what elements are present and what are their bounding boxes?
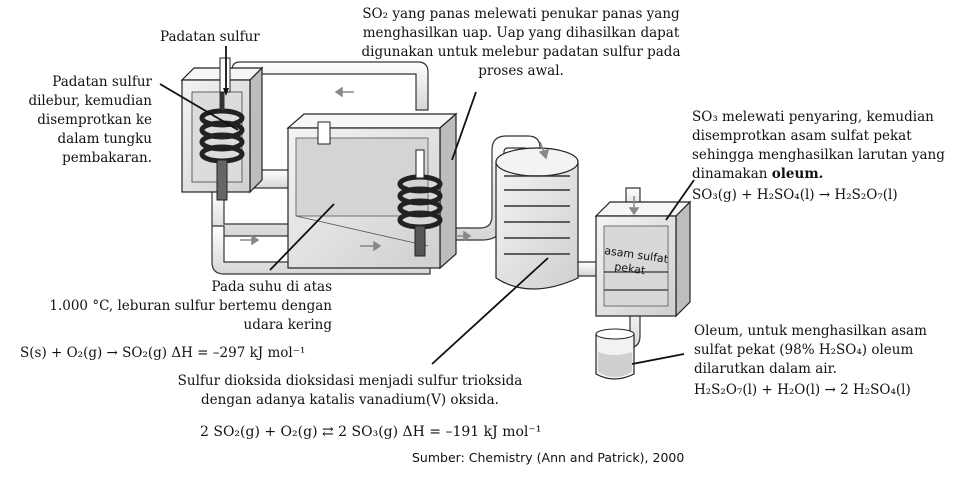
acid-tower-label-2: pekat <box>614 260 647 277</box>
oxidation-note-line-2: dengan adanya katalis vanadium(V) oksida… <box>201 392 499 408</box>
flow-arrows <box>240 86 640 252</box>
so2-note-line-2: menghasilkan uap. Uap yang dihasilkan da… <box>362 25 680 41</box>
heat-exchanger <box>286 112 458 270</box>
dry-air-note-line-3: udara kering <box>243 317 332 333</box>
melt-note-line-3: disemprotkan ke <box>37 112 152 128</box>
source-caption: Sumber: Chemistry (Ann and Patrick), 200… <box>412 450 685 465</box>
oxidation-note-line-1: Sulfur dioksida dioksidasi menjadi sulfu… <box>177 373 523 389</box>
so3-note-line-3: sehingga menghasilkan larutan yang <box>692 147 945 163</box>
so3-note-line-4: dinamakan oleum. <box>692 166 824 182</box>
so3-note-line-2: disemprotkan asam sulfat pekat <box>692 128 912 144</box>
oleum-beaker <box>595 328 635 380</box>
oleum-note-line-3: dilarutkan dalam air. <box>694 361 837 377</box>
equation-burn: S(s) + O₂(g) → SO₂(g) ΔH = –297 kJ mol⁻¹ <box>20 345 306 361</box>
so2-note-line-1: SO₂ yang panas melewati penukar panas ya… <box>362 6 680 22</box>
so2-note-line-3: digunakan untuk melebur padatan sulfur p… <box>361 44 681 60</box>
dry-air-note-line-1: Pada suhu di atas <box>211 279 332 295</box>
label-dry-air-note: Pada suhu di atas 1.000 °C, leburan sulf… <box>20 278 332 335</box>
so2-note-line-4: proses awal. <box>478 63 564 79</box>
oleum-note-line-1: Oleum, untuk menghasilkan asam <box>694 323 927 339</box>
melt-note-line-2: dilebur, kemudian <box>28 93 152 109</box>
label-so2-note: SO₂ yang panas melewati penukar panas ya… <box>326 5 716 81</box>
absorption-tower: asam sulfat pekat <box>594 200 692 318</box>
leader-lines <box>159 46 695 365</box>
dry-air-note-line-2: 1.000 °C, leburan sulfur bertemu dengan <box>49 298 332 314</box>
label-so3-note: SO₃ melewati penyaring, kemudian disempr… <box>692 108 945 205</box>
oleum-term: oleum. <box>771 166 824 182</box>
catalytic-converter <box>495 147 579 290</box>
label-melt-note: Padatan sulfur dilebur, kemudian disempr… <box>20 73 152 168</box>
label-solid-sulfur: Padatan sulfur <box>160 29 260 45</box>
label-oxidation-note: Sulfur dioksida dioksidasi menjadi sulfu… <box>150 372 550 410</box>
equation-dilution: H₂S₂O₇(l) + H₂O(l) → 2 H₂SO₄(l) <box>694 382 911 398</box>
melt-note-line-1: Padatan sulfur <box>52 74 152 90</box>
so3-note-line-1: SO₃ melewati penyaring, kemudian <box>692 109 934 125</box>
label-oleum-note: Oleum, untuk menghasilkan asam sulfat pe… <box>694 322 927 400</box>
equation-oleum: SO₃(g) + H₂SO₄(l) → H₂S₂O₇(l) <box>692 187 898 203</box>
sulfur-burner <box>180 57 264 201</box>
melt-note-line-5: pembakaran. <box>62 150 152 166</box>
burner-coil <box>199 108 245 164</box>
equation-oxidation: 2 SO₂(g) + O₂(g) ⇄ 2 SO₃(g) ΔH = –191 kJ… <box>200 424 542 440</box>
melt-note-line-4: dalam tungku <box>57 131 152 147</box>
oleum-note-line-2: sulfat pekat (98% H₂SO₄) oleum <box>694 342 914 358</box>
